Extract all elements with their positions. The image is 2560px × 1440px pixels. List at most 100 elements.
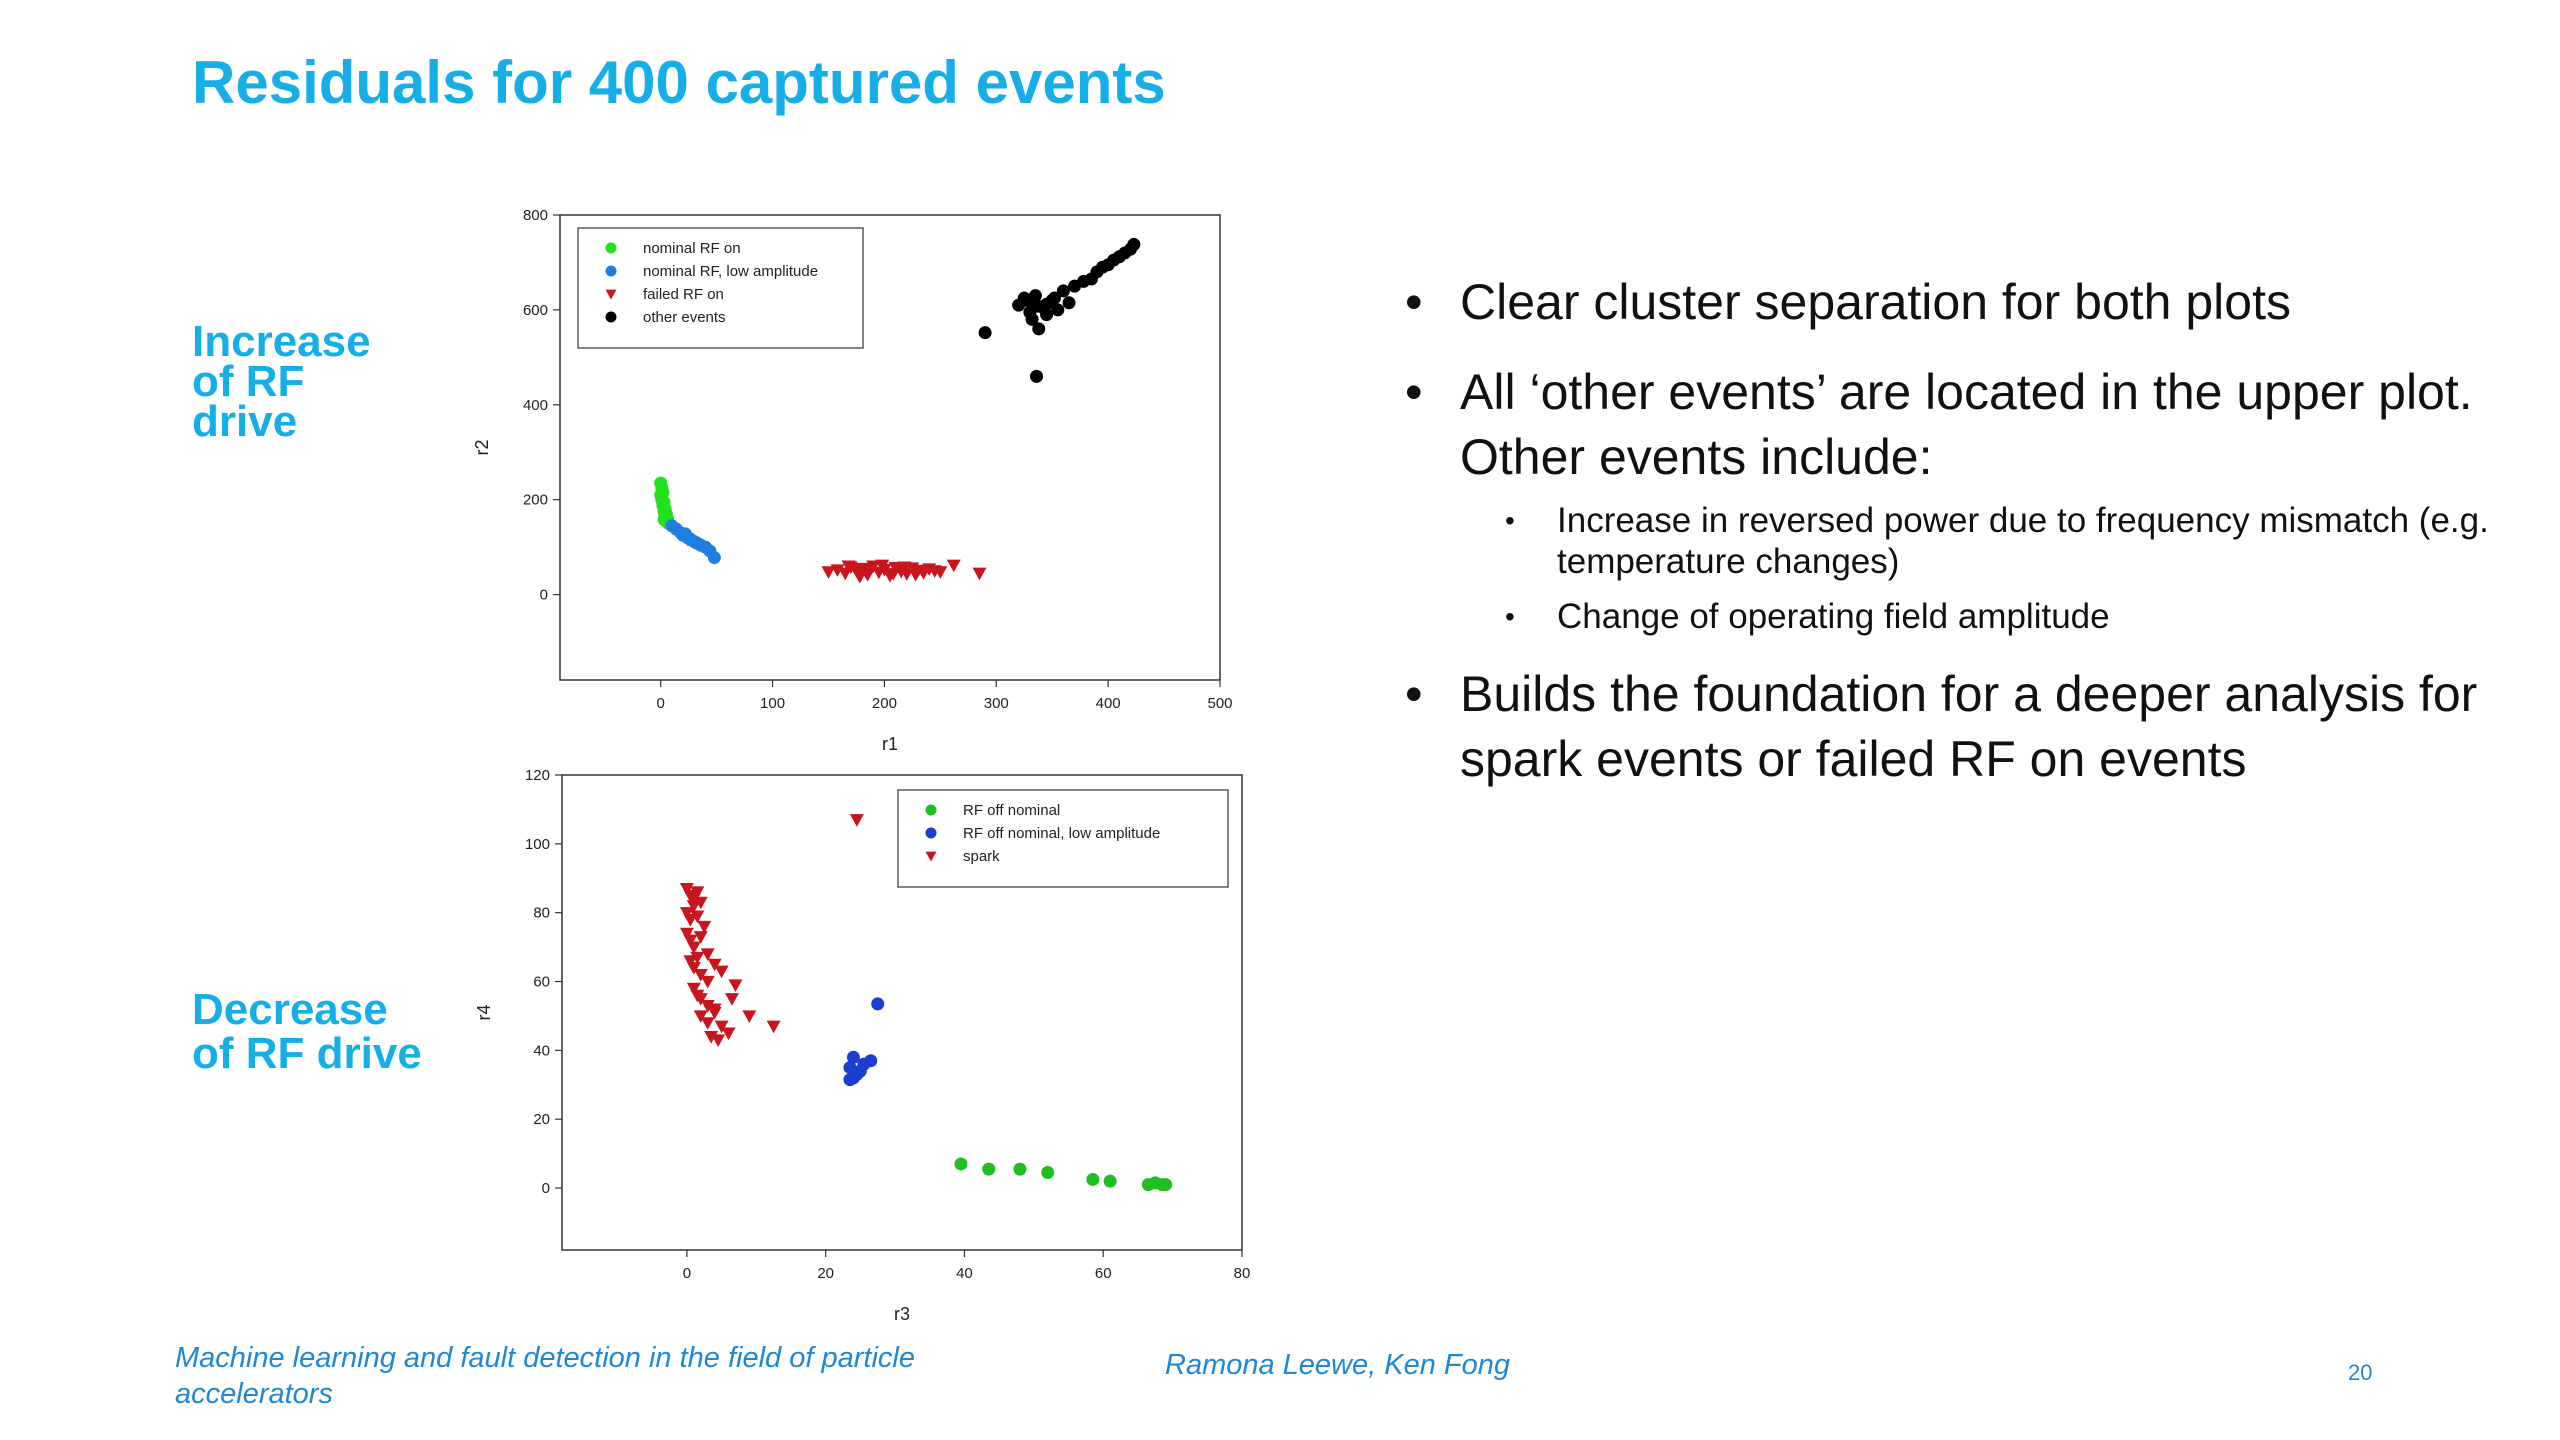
label-line: Increase — [192, 317, 371, 366]
y-tick-label: 100 — [525, 836, 550, 853]
data-point — [1051, 303, 1065, 317]
label-line: Decrease — [192, 985, 388, 1034]
data-point — [978, 326, 992, 340]
data-point — [700, 1017, 715, 1030]
x-axis-title: r3 — [894, 1304, 910, 1324]
data-point — [1040, 308, 1054, 322]
slide-title: Residuals for 400 captured events — [192, 49, 1166, 116]
x-tick-label: 500 — [1207, 695, 1232, 712]
legend-label: RF off nominal — [963, 802, 1060, 819]
increase-rf-drive-label: Increase of RF drive — [192, 317, 371, 444]
data-point — [972, 567, 987, 581]
data-point — [683, 934, 698, 948]
data-point — [1056, 284, 1070, 298]
data-point — [707, 551, 721, 565]
plot-frame — [559, 214, 1221, 681]
page-number: 20 — [2348, 1360, 2373, 1385]
y-tick-label: 0 — [540, 587, 548, 604]
y-tick-label: 60 — [533, 974, 550, 991]
data-point — [830, 564, 845, 577]
series-2 — [821, 559, 987, 584]
y-tick-label: 120 — [525, 767, 550, 784]
data-point — [690, 951, 705, 965]
legend-box — [577, 227, 864, 349]
legend-marker — [925, 827, 937, 839]
data-point — [679, 907, 694, 920]
x-tick-label: 200 — [872, 695, 897, 712]
data-point — [686, 982, 701, 996]
series-1 — [665, 519, 721, 565]
data-point — [697, 920, 712, 934]
data-point — [1086, 1172, 1100, 1186]
legend-marker — [605, 265, 617, 277]
data-point — [946, 559, 961, 573]
y-axis-title: r4 — [474, 1004, 494, 1020]
data-point — [686, 962, 701, 975]
data-point — [1030, 369, 1044, 383]
y-tick-label: 40 — [533, 1042, 550, 1059]
data-point — [1062, 296, 1076, 310]
y-tick-label: 200 — [523, 492, 548, 509]
data-point — [728, 979, 743, 992]
series-3 — [978, 237, 1141, 383]
series-2 — [679, 814, 864, 1048]
data-point — [1025, 312, 1039, 326]
data-point — [871, 997, 885, 1011]
x-tick-label: 20 — [817, 1265, 834, 1282]
sub-bullet-item: Change of operating field amplitude — [1505, 596, 2505, 637]
bullet-text: All ‘other events’ are located in the up… — [1460, 364, 2473, 485]
label-line: of RF — [192, 357, 305, 406]
series-1 — [843, 997, 885, 1087]
series-0 — [954, 1157, 1173, 1192]
data-point — [742, 1010, 757, 1023]
y-tick-label: 400 — [523, 397, 548, 414]
data-point — [954, 1157, 968, 1171]
data-point — [933, 566, 948, 579]
x-tick-label: 0 — [657, 695, 665, 712]
data-point — [1103, 1174, 1117, 1188]
data-point — [686, 941, 701, 955]
data-point — [875, 559, 890, 573]
data-point — [821, 566, 836, 579]
data-point — [849, 814, 864, 827]
bullet-list: Clear cluster separation for both plots … — [1405, 270, 2505, 817]
data-point — [1041, 1166, 1055, 1180]
legend-label: other events — [643, 309, 726, 326]
footer-authors: Ramona Leewe, Ken Fong — [1165, 1349, 1510, 1381]
data-point — [1032, 322, 1046, 336]
data-point — [1127, 237, 1141, 251]
y-tick-label: 800 — [523, 207, 548, 224]
data-point — [1021, 293, 1035, 307]
plot-frame — [561, 774, 1243, 1251]
data-point — [683, 913, 698, 927]
y-axis-title: r2 — [472, 439, 492, 455]
data-point — [852, 570, 867, 584]
data-point — [707, 958, 722, 972]
x-tick-label: 400 — [1096, 695, 1121, 712]
y-tick-label: 20 — [533, 1111, 550, 1128]
data-point — [693, 969, 708, 982]
data-point — [693, 1010, 708, 1023]
data-point — [908, 569, 923, 582]
bullet-item: All ‘other events’ are located in the up… — [1405, 360, 2505, 637]
series-0 — [654, 476, 676, 530]
bullet-item: Builds the foundation for a deeper analy… — [1405, 662, 2505, 792]
y-tick-label: 80 — [533, 905, 550, 922]
data-point — [679, 882, 694, 896]
data-point — [707, 1003, 722, 1017]
data-point — [864, 1054, 878, 1068]
data-point — [846, 1071, 860, 1085]
data-point — [1013, 1162, 1027, 1176]
data-point — [686, 900, 701, 913]
legend-label: nominal RF on — [643, 240, 741, 257]
data-point — [690, 886, 705, 900]
data-point — [714, 1020, 729, 1034]
legend-box — [897, 789, 1229, 888]
data-point — [690, 910, 705, 924]
x-tick-label: 100 — [760, 695, 785, 712]
footer-presentation-title: Machine learning and fault detection in … — [175, 1342, 915, 1410]
data-point — [683, 955, 698, 968]
